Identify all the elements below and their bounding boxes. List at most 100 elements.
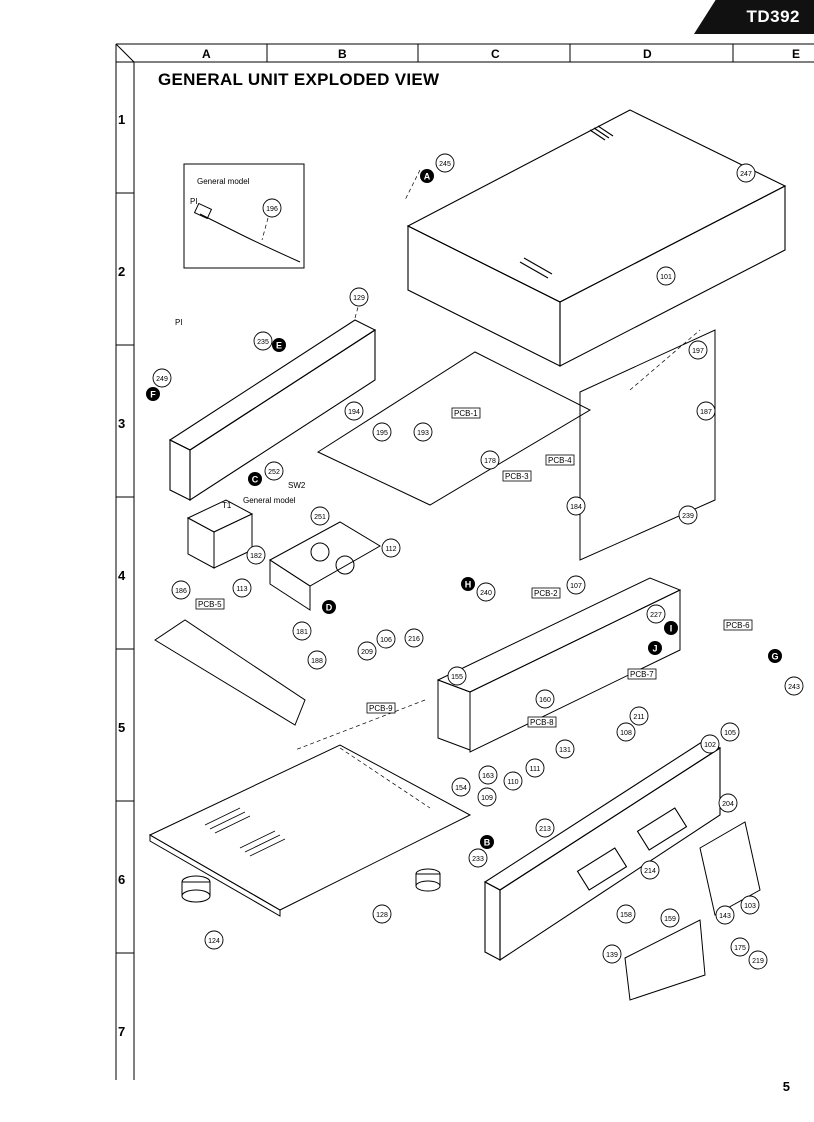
inset-plug-shape — [193, 202, 213, 220]
callout-circle-111 — [525, 758, 545, 778]
callout-label-182: 182 — [250, 553, 262, 560]
callout-label-128: 128 — [376, 912, 388, 919]
row-label-4: 4 — [118, 568, 126, 583]
callout-label-108: 108 — [620, 730, 632, 737]
callout-label-109: 109 — [481, 795, 493, 802]
callout-label-106: 106 — [380, 637, 392, 644]
rear-panel-left-edge — [169, 439, 191, 501]
inset-pi-label: PI — [190, 197, 198, 206]
board-label-pcb-8: PCB-8 — [530, 718, 554, 727]
callout-circle-159 — [660, 908, 680, 928]
callout-label-240: 240 — [480, 590, 492, 597]
column-label-b: B — [338, 47, 347, 61]
callout-circle-129 — [349, 287, 369, 307]
callout-label-243: 243 — [788, 684, 800, 691]
side-plate-187 — [579, 329, 716, 561]
letter-marker-label-a: A — [424, 172, 431, 182]
column-label-a: A — [202, 47, 211, 61]
callout-circle-239 — [678, 505, 698, 525]
letter-marker-label-g: G — [771, 652, 778, 662]
callout-label-194: 194 — [348, 409, 360, 416]
callout-label-252: 252 — [268, 469, 280, 476]
callout-circle-131 — [555, 739, 575, 759]
callout-circle-216 — [404, 628, 424, 648]
callout-circle-178 — [480, 450, 500, 470]
label-sw2: SW2 — [288, 481, 306, 490]
part-callouts: 1011021031051061071081091101111121131241… — [152, 153, 804, 970]
callout-circle-110 — [503, 771, 523, 791]
callout-label-107: 107 — [570, 583, 582, 590]
transformer-shape — [186, 499, 254, 569]
callout-label-113: 113 — [236, 586, 247, 593]
callout-label-197: 197 — [692, 348, 704, 355]
letter-marker-label-h: H — [465, 580, 472, 590]
callout-label-155: 155 — [451, 674, 463, 681]
callout-label-184: 184 — [570, 504, 582, 511]
callout-label-219: 219 — [752, 958, 764, 965]
callout-label-129: 129 — [353, 295, 365, 302]
top-cover-front-face — [407, 225, 561, 367]
callout-label-160: 160 — [539, 697, 551, 704]
letter-marker-label-f: F — [150, 390, 156, 400]
callout-circle-143 — [715, 905, 735, 925]
frame-corner-line — [115, 43, 135, 63]
callout-circle-235 — [253, 331, 273, 351]
letter-marker-label-b: B — [484, 838, 491, 848]
column-label-d: D — [643, 47, 652, 61]
row-label-6: 6 — [118, 872, 126, 887]
callout-circle-227 — [646, 604, 666, 624]
callout-circle-175 — [730, 937, 750, 957]
chassis-board-shape — [316, 329, 716, 561]
top-cover-top-face — [406, 109, 787, 303]
callout-circle-158 — [616, 904, 636, 924]
callout-label-233: 233 — [472, 856, 484, 863]
row-label-1: 1 — [118, 112, 126, 127]
label-general-model: General model — [243, 496, 296, 505]
letter-marker-a — [420, 169, 434, 183]
callout-label-251: 251 — [314, 514, 326, 521]
row-label-3: 3 — [118, 416, 126, 431]
model-tab: TD392 — [694, 0, 814, 34]
page-number: 5 — [782, 1079, 790, 1094]
column-label-c: C — [491, 47, 500, 61]
callout-circle-211 — [629, 706, 649, 726]
callout-label-112: 112 — [385, 546, 396, 553]
grid-frame — [115, 43, 814, 1080]
board-label-pcb-3: PCB-3 — [505, 472, 529, 481]
callout-circle-194 — [344, 401, 364, 421]
callout-label-214: 214 — [644, 868, 656, 875]
rear-panel-face — [189, 328, 376, 502]
callout-circle-101 — [656, 266, 676, 286]
foot-shapes — [181, 868, 441, 903]
callout-circle-154 — [451, 777, 471, 797]
board-label-boxes — [195, 407, 753, 728]
letter-marker-label-j: J — [652, 644, 657, 654]
callout-label-154: 154 — [455, 785, 467, 792]
row-label-7: 7 — [118, 1024, 126, 1039]
callout-circle-251 — [310, 506, 330, 526]
callout-label-247: 247 — [740, 171, 752, 178]
callout-circle-240 — [476, 582, 496, 602]
callout-circle-252 — [264, 461, 284, 481]
callout-circle-233 — [468, 848, 488, 868]
callout-label-181: 181 — [296, 629, 308, 636]
letter-marker-label-i: I — [670, 624, 673, 634]
rear-panel-top-edge — [168, 319, 377, 451]
letter-marker-label-c: C — [252, 475, 259, 485]
callout-label-111: 111 — [530, 766, 541, 773]
callout-circle-204 — [718, 793, 738, 813]
letter-marker-label-e: E — [276, 341, 282, 351]
label-t1: T1 — [222, 501, 232, 510]
board-label-pcb-2: PCB-2 — [534, 589, 558, 598]
callout-circle-186 — [171, 580, 191, 600]
callout-label-101: 101 — [660, 274, 672, 281]
callout-circle-214 — [640, 860, 660, 880]
callout-label-235: 235 — [257, 339, 269, 346]
callout-circle-107 — [566, 575, 586, 595]
callout-label-249: 249 — [156, 376, 168, 383]
callout-label-159: 159 — [664, 916, 676, 923]
letter-marker-e — [272, 338, 286, 352]
callout-circle-247 — [736, 163, 756, 183]
callout-circle-139 — [602, 944, 622, 964]
